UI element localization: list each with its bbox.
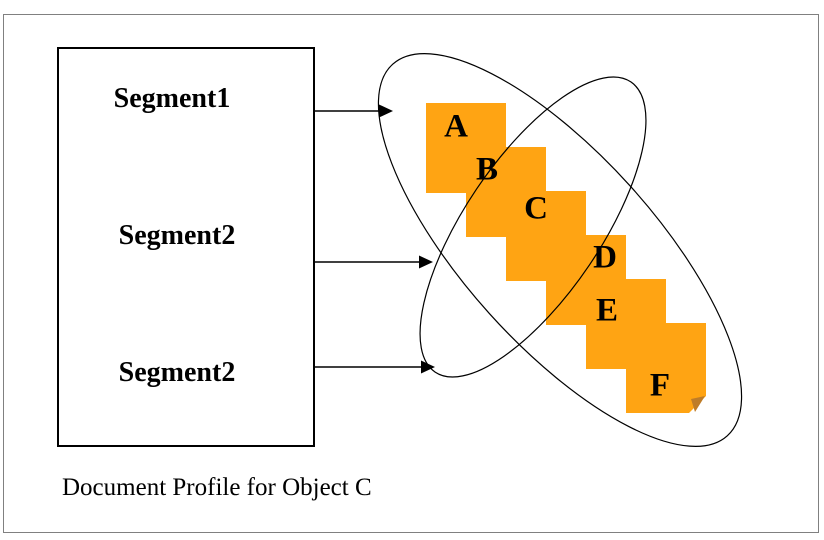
object-label-e: E bbox=[595, 292, 619, 329]
segment1-label: Segment1 bbox=[113, 83, 231, 114]
arrow-head-icon bbox=[419, 255, 433, 269]
segment3-label: Segment2 bbox=[118, 357, 236, 388]
arrow-head-icon bbox=[379, 104, 393, 118]
arrow-head-icon bbox=[421, 360, 435, 374]
profile-ellipse-large bbox=[377, 53, 743, 447]
outer-frame bbox=[3, 14, 819, 533]
object-label-b: B bbox=[475, 151, 499, 188]
object-label-a: A bbox=[444, 108, 468, 145]
object-label-c: C bbox=[524, 190, 548, 227]
object-label-d: D bbox=[593, 239, 617, 276]
diagram-caption: Document Profile for Object C bbox=[62, 474, 372, 501]
segment-box bbox=[57, 47, 315, 447]
segment2-label: Segment2 bbox=[118, 220, 236, 251]
profile-ellipse-narrow bbox=[419, 76, 647, 378]
folded-corner-flap bbox=[691, 396, 705, 412]
object-label-f: F bbox=[649, 367, 671, 404]
object-square-f-folded-corner bbox=[626, 323, 706, 413]
